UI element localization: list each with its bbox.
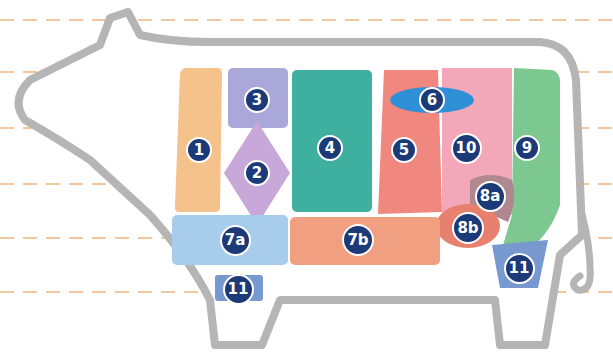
- cut-region: [172, 215, 288, 265]
- callout-text: 7b: [347, 233, 368, 248]
- callout-text: 2: [252, 166, 262, 181]
- callout-text: 7a: [225, 233, 246, 248]
- callout-text: 8b: [457, 221, 478, 236]
- callout-number: 5: [391, 137, 417, 163]
- callout-text: 3: [252, 93, 262, 108]
- callout-number: 4: [317, 135, 343, 161]
- callout-number: 7a: [220, 225, 251, 256]
- callout-text: 10: [456, 141, 477, 156]
- cut-region: [492, 240, 548, 288]
- callout-number: 1: [186, 137, 212, 163]
- callout-number: 6: [419, 87, 445, 113]
- callout-number: 11: [504, 253, 535, 284]
- callout-text: 11: [509, 261, 530, 276]
- callout-number: 9: [514, 135, 540, 161]
- callout-text: 5: [399, 143, 409, 158]
- callout-text: 6: [427, 93, 437, 108]
- callout-text: 4: [325, 141, 335, 156]
- cut-region: [390, 87, 474, 113]
- callout-number: 8b: [452, 212, 484, 244]
- callout-text: 1: [194, 143, 204, 158]
- cut-region: [290, 217, 440, 265]
- callout-number: 7b: [342, 224, 374, 256]
- callout-text: 11: [228, 282, 249, 297]
- cow-outline: [19, 12, 582, 345]
- callout-number: 11: [223, 274, 254, 305]
- callout-number: 3: [244, 87, 270, 113]
- callout-number: 10: [451, 133, 482, 164]
- callout-text: 8a: [480, 189, 501, 204]
- cut-region: [175, 68, 222, 212]
- cut-region: [224, 121, 290, 225]
- callout-number: 2: [244, 160, 270, 186]
- cut-region: [498, 68, 560, 262]
- cut-region: [228, 68, 288, 128]
- callout-text: 9: [522, 141, 532, 156]
- callout-number: 8a: [475, 181, 506, 212]
- cut-region: [292, 70, 372, 212]
